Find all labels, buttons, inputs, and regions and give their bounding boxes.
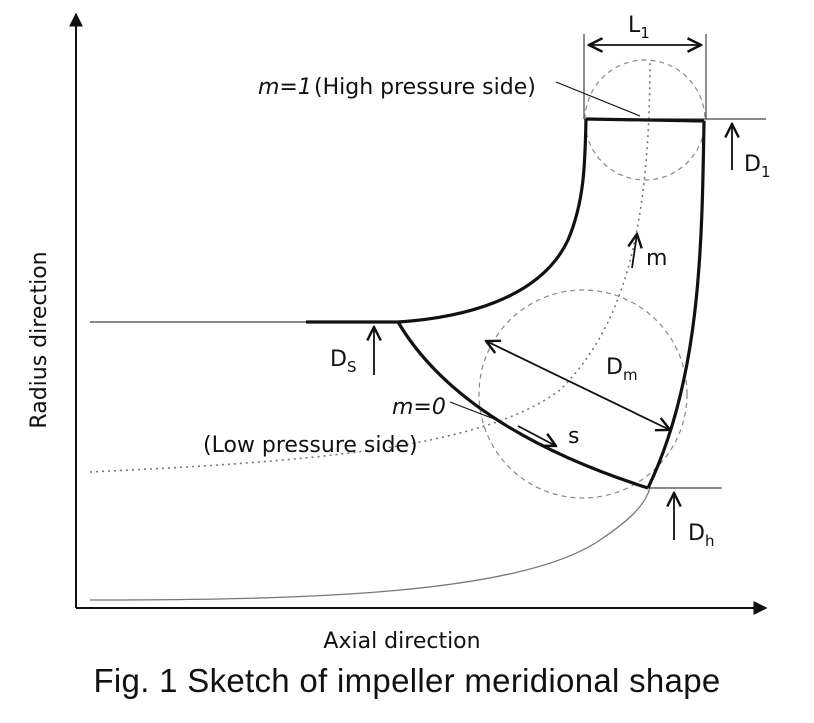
figure-caption: Fig. 1 Sketch of impeller meridional sha…	[93, 662, 721, 699]
streamwise-coordinate-label: s	[568, 424, 579, 449]
width-label: L1	[628, 13, 650, 42]
x-axis-label: Axial direction	[323, 629, 480, 654]
meridional-coordinate-label: m	[646, 246, 667, 271]
outlet-edge	[585, 117, 705, 123]
high-side-variable: m=1	[258, 75, 312, 100]
hub-continuation-curve	[89, 487, 651, 601]
meridional-arrow	[632, 234, 637, 269]
mean-inscribed-circle	[478, 289, 688, 499]
outlet-diameter-label: D1	[744, 152, 771, 181]
shroud-diameter-label: DS	[330, 347, 356, 376]
shroud-contour	[306, 118, 588, 324]
high-side-leader-line	[555, 81, 641, 117]
high-side-description: (High pressure side)	[314, 75, 536, 100]
y-axis-label: Radius direction	[27, 251, 52, 428]
hub-contour	[646, 120, 706, 489]
outlet-inscribed-circle	[584, 59, 706, 181]
streamwise-arrow	[517, 425, 556, 446]
mean-diameter-arrow	[486, 341, 670, 430]
hub-diameter-label: Dh	[688, 521, 714, 550]
low-side-leader-line	[449, 401, 503, 423]
low-side-variable: m=0	[392, 395, 446, 420]
mean-streamline	[89, 59, 651, 473]
low-side-description: (Low pressure side)	[203, 433, 418, 458]
mean-diameter-label: Dm	[606, 355, 638, 384]
